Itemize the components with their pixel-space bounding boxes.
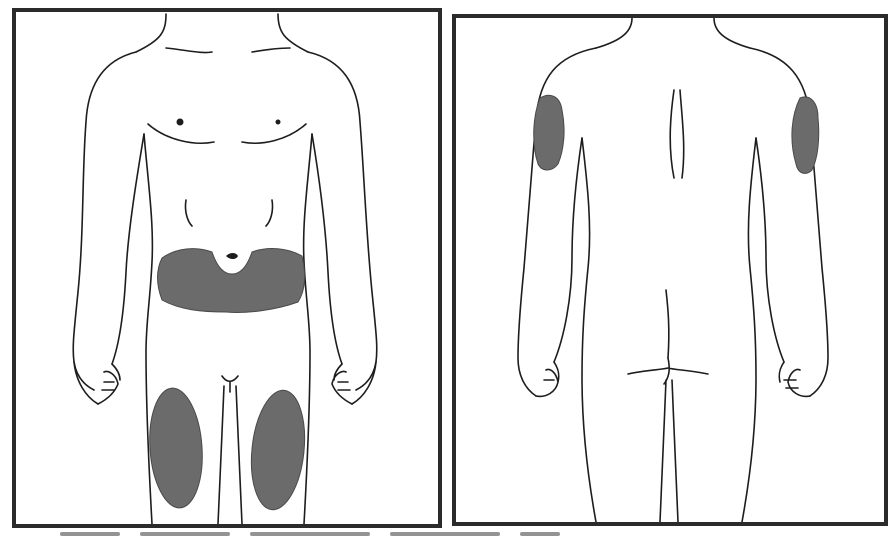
front-torso-right <box>304 134 312 524</box>
back-right-leg-inner <box>672 380 678 522</box>
front-chest-left <box>148 124 214 143</box>
back-buttocks <box>628 358 708 384</box>
front-chest-right <box>242 124 306 143</box>
back-right-hand <box>779 362 810 396</box>
front-left-thigh-injection-zone <box>146 386 206 509</box>
front-left-leg-inner <box>218 386 224 524</box>
back-neck-right <box>714 18 750 48</box>
front-left-arm-outer <box>73 52 136 404</box>
front-collarbone-right <box>252 48 290 52</box>
back-right-arm-inner <box>756 138 784 362</box>
front-nipple-right <box>276 120 281 125</box>
back-view-panel <box>452 14 888 526</box>
back-left-upper-arm-injection-zone <box>534 95 564 170</box>
front-right-thigh-injection-zone <box>246 388 310 513</box>
front-neck-right <box>278 14 308 52</box>
back-right-arm-outer <box>750 48 828 396</box>
front-body-figure <box>16 12 438 524</box>
back-torso-left <box>582 138 596 522</box>
back-neck-left <box>596 18 632 48</box>
back-torso-right <box>742 138 756 522</box>
front-collarbone-left <box>166 48 212 53</box>
back-left-arm-inner <box>554 138 582 362</box>
front-nipple-left <box>177 119 184 126</box>
cropped-caption <box>0 530 891 540</box>
front-right-hand <box>332 362 376 404</box>
front-right-arm-inner <box>312 134 342 364</box>
back-left-leg-inner <box>660 380 666 522</box>
front-abs-left <box>185 200 192 226</box>
back-body-figure <box>456 18 884 522</box>
back-right-upper-arm-injection-zone <box>792 97 819 173</box>
front-left-arm-inner <box>112 134 144 364</box>
front-right-leg-inner <box>236 386 242 524</box>
back-lower-spine <box>666 290 669 358</box>
front-abs-right <box>266 200 273 226</box>
front-torso-left <box>144 134 152 524</box>
back-left-hand <box>536 362 559 396</box>
front-right-arm-outer <box>308 52 377 404</box>
front-view-panel <box>12 8 442 528</box>
front-left-hand <box>74 362 120 404</box>
front-navel <box>226 253 238 259</box>
front-neck-left <box>136 14 166 52</box>
back-spine <box>670 90 683 178</box>
